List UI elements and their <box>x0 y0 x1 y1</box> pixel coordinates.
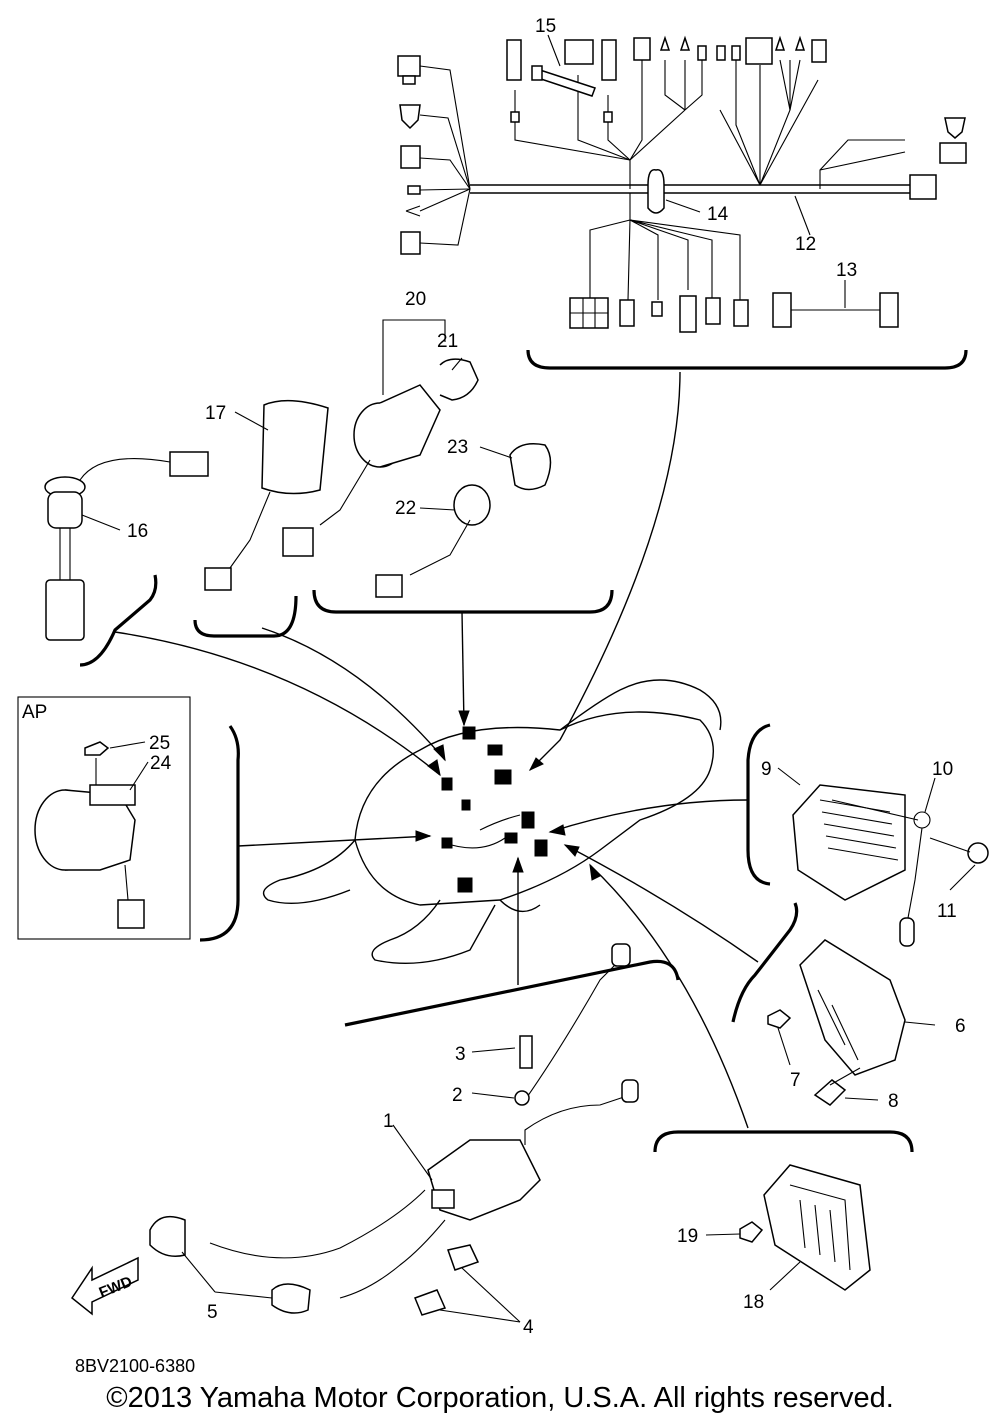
ap-inset-label: AP <box>22 702 47 723</box>
callout-19: 19 <box>677 1226 698 1247</box>
copyright-notice: ©2013 Yamaha Motor Corporation, U.S.A. A… <box>106 1382 894 1414</box>
ap-inset-parts <box>34 741 145 929</box>
forward-direction-arrow: FWD <box>70 1256 139 1316</box>
callout-1: 1 <box>383 1111 394 1132</box>
callout-3: 3 <box>455 1044 466 1065</box>
callout-11: 11 <box>937 901 957 922</box>
regulator-bracket <box>746 723 771 886</box>
main-switch-group <box>282 319 552 598</box>
callout-24: 24 <box>150 753 172 774</box>
callout-10: 10 <box>932 759 953 780</box>
ap-inset-bracket <box>199 725 240 942</box>
callout-6: 6 <box>955 1016 966 1037</box>
callout-5: 5 <box>207 1302 218 1323</box>
callout-18: 18 <box>743 1292 764 1313</box>
callout-20: 20 <box>405 289 426 310</box>
callout-17: 17 <box>205 403 226 424</box>
callout-22: 22 <box>395 498 416 519</box>
callout-21: 21 <box>437 331 458 352</box>
callout-25: 25 <box>149 733 170 754</box>
coil-bracket <box>344 959 680 1027</box>
callout-14: 14 <box>707 204 729 225</box>
callout-13: 13 <box>836 260 857 281</box>
wire-harness-assembly <box>397 35 967 333</box>
callout-labels: 1 2 3 4 5 6 7 8 9 10 11 12 13 14 15 16 1… <box>22 16 966 1376</box>
callout-12: 12 <box>795 234 816 255</box>
location-arrows <box>114 371 759 1129</box>
callout-23: 23 <box>447 437 468 458</box>
snowmobile-outline <box>262 679 722 964</box>
callout-9: 9 <box>761 759 772 780</box>
regulator-assembly <box>792 784 989 947</box>
temperature-sensor-assembly <box>44 451 209 641</box>
rectifier-assembly <box>739 1164 871 1291</box>
harness-group-bracket <box>526 349 968 370</box>
callout-16: 16 <box>127 521 148 542</box>
callout-7: 7 <box>790 1070 801 1091</box>
ap-inset-frame <box>17 696 191 940</box>
callout-4: 4 <box>523 1317 534 1338</box>
diagram-part-number: 8BV2100-6380 <box>75 1356 195 1376</box>
cdi-unit-assembly <box>767 939 906 1106</box>
rectifier-bracket <box>653 1130 914 1153</box>
callout-2: 2 <box>452 1085 463 1106</box>
callout-8: 8 <box>888 1091 899 1112</box>
cdi-bracket <box>731 902 799 1023</box>
switch-group-bracket <box>312 589 614 614</box>
sensor-bracket <box>79 574 158 667</box>
capacitor-bracket <box>193 595 298 638</box>
ignition-coil-assembly <box>149 943 639 1316</box>
capacitor-assembly <box>204 399 329 591</box>
leader-lines <box>81 34 976 1323</box>
callout-15: 15 <box>535 16 556 37</box>
